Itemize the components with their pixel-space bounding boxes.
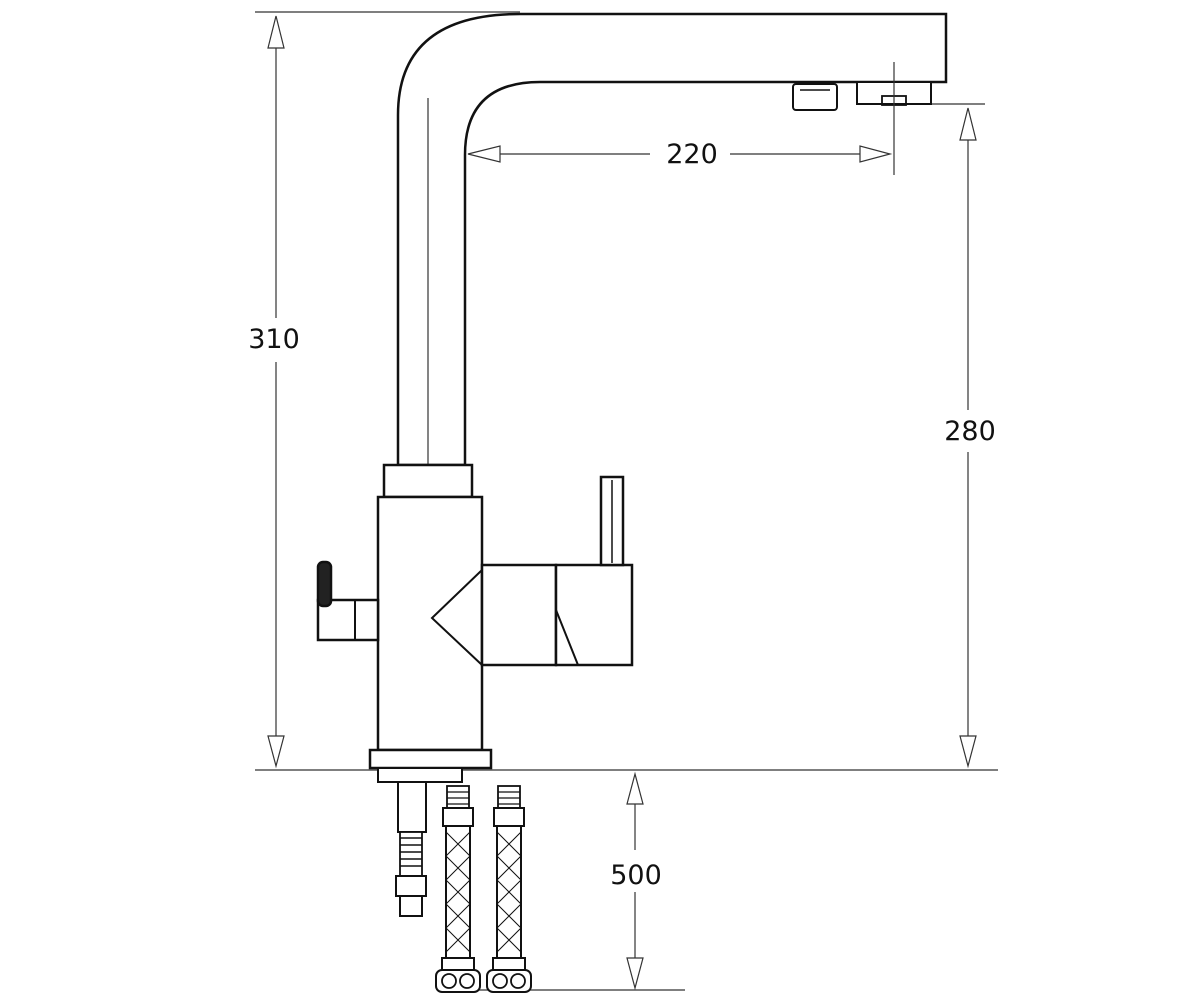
- dimension-total-height: 310: [248, 15, 300, 769]
- flexible-hose-right: [486, 785, 532, 993]
- filter-tap-lever: [316, 560, 333, 608]
- faucet-body: [376, 495, 484, 752]
- filter-water-outlet: [792, 83, 838, 111]
- flexible-hose-left: [435, 785, 481, 993]
- mounting-stud: [395, 781, 427, 917]
- dimension-label-spout-reach: 220: [666, 139, 718, 170]
- dimension-label-spout-height: 280: [944, 416, 996, 447]
- mounting-nut: [377, 767, 463, 783]
- dimension-label-hose-length: 500: [610, 860, 662, 891]
- dimension-hose-length: 500: [610, 771, 662, 991]
- spout-outline: [396, 12, 948, 467]
- dimension-spout-height: 280: [944, 107, 996, 769]
- mixer-cartridge-housing: [480, 563, 558, 667]
- dimension-spout-reach: 220: [467, 139, 893, 170]
- base-flange: [368, 748, 493, 770]
- mixer-lever-block: [554, 563, 634, 667]
- dimension-label-total-height: 310: [248, 324, 300, 355]
- swivel-collar: [382, 463, 474, 499]
